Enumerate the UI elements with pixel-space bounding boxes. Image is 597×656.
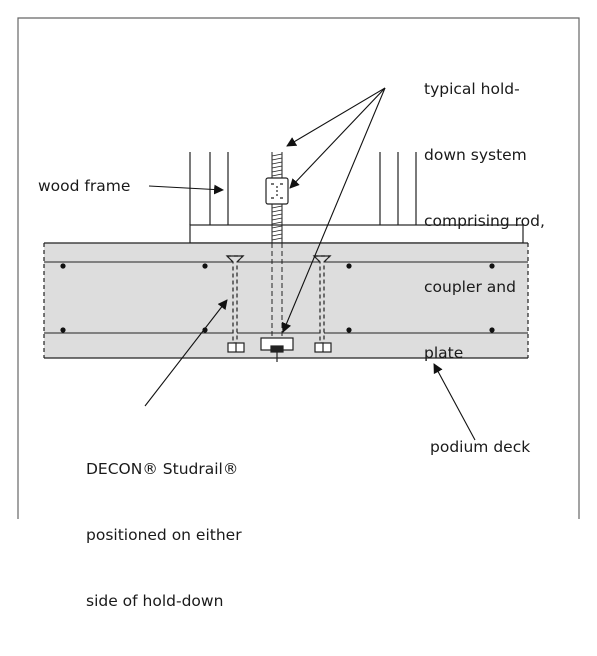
hold-down-line-4: coupler and: [424, 278, 516, 296]
rod-thread: [271, 169, 283, 173]
leader-lines: [144, 87, 476, 441]
leader-podium-deck: [433, 363, 476, 441]
section-drawing: [17, 17, 580, 519]
leader-to-rod: [286, 87, 386, 147]
label-wood-frame: wood frame: [38, 177, 131, 195]
studrail-line-2: positioned on either: [86, 526, 242, 544]
rod-thread: [271, 165, 283, 169]
rod-thread: [271, 217, 283, 221]
frame-border: [17, 17, 580, 519]
diagram-canvas: typical hold- down system comprising rod…: [17, 17, 580, 610]
rod-thread: [271, 209, 283, 213]
anchor-plate: [260, 337, 294, 362]
studrail-right: [312, 255, 332, 353]
label-studrail: DECON® Studrail® positioned on either si…: [86, 414, 242, 656]
studrail-line-3: side of hold-down: [86, 592, 224, 610]
studrail-left: [225, 255, 245, 353]
leader-studrail: [144, 299, 228, 407]
studrail-line-1: DECON® Studrail®: [86, 460, 239, 478]
rod-thread: [271, 233, 283, 237]
label-hold-down-system: typical hold- down system comprising rod…: [424, 34, 545, 408]
rod-thread: [271, 229, 283, 233]
rod-thread: [271, 205, 283, 209]
leader-wood-frame: [148, 184, 224, 195]
rod-thread: [271, 161, 283, 165]
wood-studs: [189, 152, 417, 225]
rod-thread: [271, 221, 283, 225]
label-podium-deck: podium deck: [430, 438, 531, 456]
rod-thread: [271, 173, 283, 177]
rod-thread: [271, 237, 283, 241]
hold-down-line-1: typical hold-: [424, 80, 520, 98]
hold-down-line-5: plate: [424, 344, 464, 362]
rod-thread: [271, 213, 283, 217]
leader-to-plate: [281, 87, 386, 333]
leader-to-coupler: [289, 87, 386, 189]
rod-thread: [271, 157, 283, 161]
rebar-dots: [60, 263, 495, 333]
rebar-lines: [44, 261, 528, 334]
hold-down-line-2: down system: [424, 146, 527, 164]
hold-down-line-3: comprising rod,: [424, 212, 545, 230]
rod-thread: [271, 153, 283, 157]
slab-edges: [43, 242, 529, 359]
coupler: [265, 177, 289, 205]
rod-thread: [271, 225, 283, 229]
